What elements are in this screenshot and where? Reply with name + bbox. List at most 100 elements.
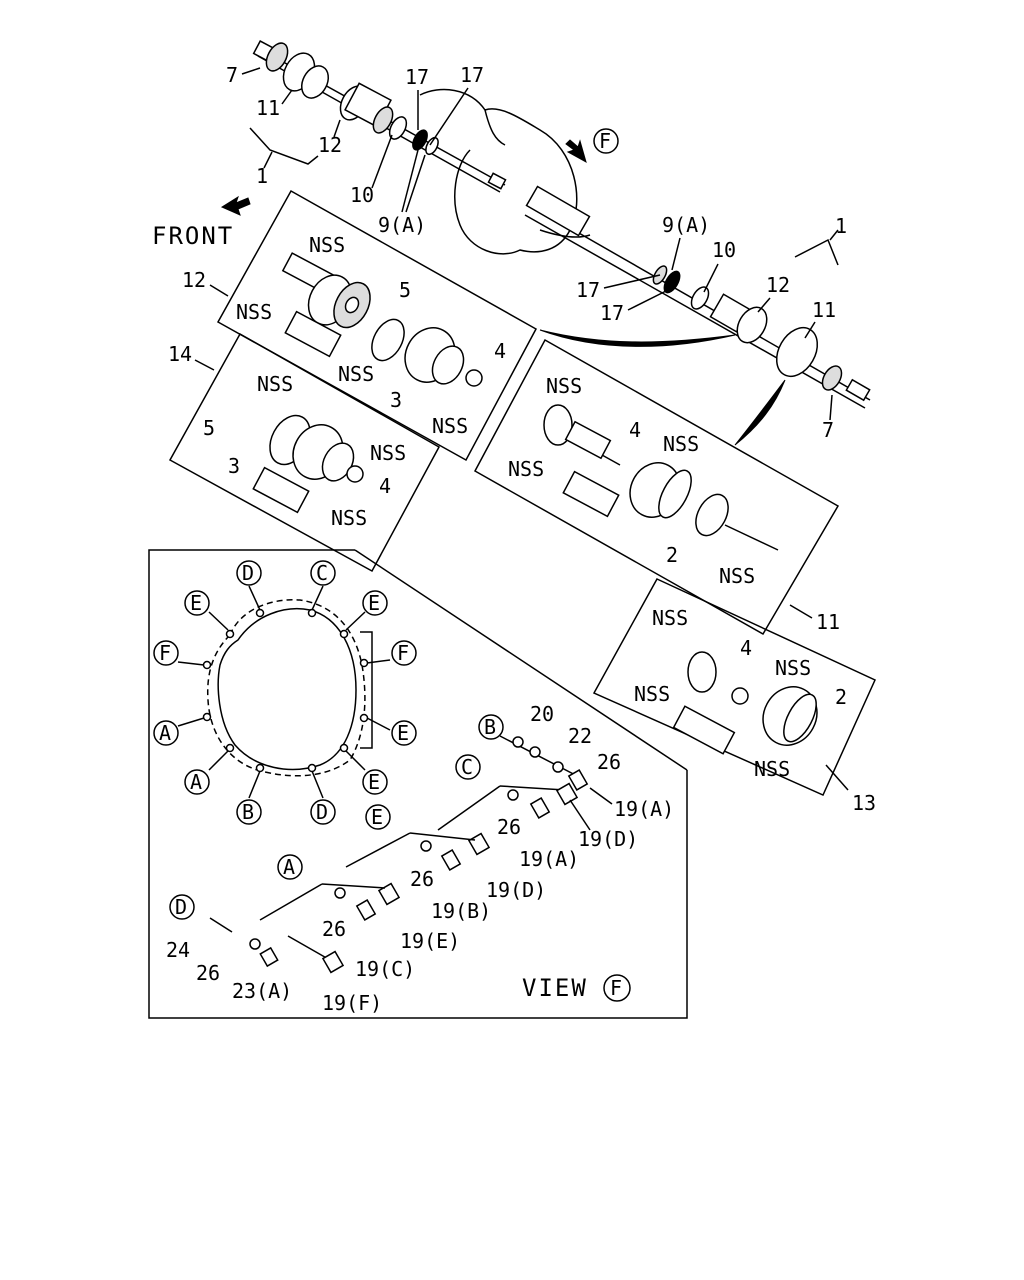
hole-label-a-left: A <box>153 720 179 746</box>
svg-text:VIEW: VIEW <box>522 974 588 1002</box>
callout-11-right: 11 <box>812 298 836 322</box>
nss-14-a: NSS <box>257 372 293 396</box>
svg-text:E: E <box>371 805 383 829</box>
callout-23a: 23(A) <box>232 979 292 1003</box>
callout-19c: 19(C) <box>355 957 415 981</box>
front-label: FRONT <box>152 222 234 250</box>
callout-3-box14: 3 <box>228 454 240 478</box>
view-f-arrow: F <box>565 128 619 164</box>
left-drive-shaft <box>252 40 507 193</box>
box-13: 13 NSS NSS NSS NSS 4 2 <box>592 578 876 815</box>
nss-13-b: NSS <box>775 656 811 680</box>
hole-label-b-bottom: B <box>236 799 262 825</box>
callout-5-box14: 5 <box>203 416 215 440</box>
svg-text:E: E <box>368 591 380 615</box>
callout-26-c: 26 <box>497 815 521 839</box>
callout-24: 24 <box>166 938 190 962</box>
fastener-group-c: C 26 19(A) 19(D) <box>437 754 638 871</box>
callout-12-left: 12 <box>318 133 342 157</box>
callout-9a-left: 9(A) <box>378 213 426 237</box>
svg-text:F: F <box>159 641 171 665</box>
callout-26-e: 26 <box>410 867 434 891</box>
nss-12-d: NSS <box>432 414 468 438</box>
nss-12-b: NSS <box>236 300 272 324</box>
svg-text:B: B <box>242 800 254 824</box>
callout-19d-e: 19(D) <box>486 878 546 902</box>
nss-13-c: NSS <box>634 682 670 706</box>
callout-19b: 19(B) <box>431 899 491 923</box>
fastener-group-e: E 26 19(B) 19(D) <box>345 804 546 923</box>
svg-text:D: D <box>316 800 328 824</box>
svg-text:B: B <box>484 715 496 739</box>
callout-11-box: 11 <box>816 610 840 634</box>
view-f-caption: VIEW F <box>522 974 631 1002</box>
hole-label-d-top: D <box>236 560 262 586</box>
nss-11-b: NSS <box>663 432 699 456</box>
callout-19f: 19(F) <box>322 991 382 1015</box>
callout-22: 22 <box>568 724 592 748</box>
callout-26-b: 26 <box>597 750 621 774</box>
nss-11-a: NSS <box>546 374 582 398</box>
callout-26-d: 26 <box>196 961 220 985</box>
callout-1-left: 1 <box>256 164 268 188</box>
hole-label-a-ll: A <box>184 769 210 795</box>
callout-19e: 19(E) <box>400 929 460 953</box>
svg-text:D: D <box>242 561 254 585</box>
hole-label-e-ul: E <box>184 590 210 616</box>
pointer-arc-lower <box>734 379 786 446</box>
callout-9a-right: 9(A) <box>662 213 710 237</box>
callout-2-box11: 2 <box>666 543 678 567</box>
svg-text:A: A <box>283 855 295 879</box>
view-f-marker: F <box>599 129 611 153</box>
hole-label-f-left: F <box>153 640 179 666</box>
pointer-arc-upper <box>539 329 736 347</box>
hole-label-f-right: F <box>391 640 417 666</box>
callout-2-box13: 2 <box>835 685 847 709</box>
fastener-group-d: D 24 26 23(A) <box>166 894 292 1003</box>
box-12: 12 NSS NSS NSS NSS 5 3 4 <box>182 189 538 462</box>
callout-17-c: 17 <box>576 278 600 302</box>
callout-7-left: 7 <box>226 63 238 87</box>
callout-7-right: 7 <box>822 418 834 442</box>
svg-text:A: A <box>159 721 171 745</box>
svg-text:E: E <box>397 721 409 745</box>
svg-text:E: E <box>368 770 380 794</box>
callout-4-box12: 4 <box>494 339 506 363</box>
svg-text:D: D <box>175 895 187 919</box>
hole-label-e-lr: E <box>362 769 388 795</box>
callout-11-left: 11 <box>256 96 280 120</box>
nss-14-b: NSS <box>370 441 406 465</box>
callout-12-box: 12 <box>182 268 206 292</box>
callout-20: 20 <box>530 702 554 726</box>
front-arrow: FRONT <box>152 195 251 250</box>
svg-text:F: F <box>397 641 409 665</box>
hole-label-e-ur: E <box>362 590 388 616</box>
nss-13-d: NSS <box>754 757 790 781</box>
callout-26-a: 26 <box>322 917 346 941</box>
callout-10-left: 10 <box>350 183 374 207</box>
differential-housing <box>419 88 591 255</box>
callout-14-box: 14 <box>168 342 192 366</box>
box-11: 11 NSS NSS NSS NSS 4 2 <box>473 338 840 636</box>
box-14: 14 NSS NSS NSS 5 3 4 <box>168 332 441 573</box>
nss-11-d: NSS <box>719 564 755 588</box>
callout-3-box12: 3 <box>390 388 402 412</box>
svg-text:E: E <box>190 591 202 615</box>
callout-17-a: 17 <box>405 65 429 89</box>
hole-label-e-right: E <box>391 720 417 746</box>
nss-13-a: NSS <box>652 606 688 630</box>
hole-label-d-bottom: D <box>310 799 336 825</box>
view-f-panel: D C E E F F A E <box>148 549 688 1019</box>
callout-1-right: 1 <box>835 214 847 238</box>
callout-13-box: 13 <box>852 791 876 815</box>
callout-10-right: 10 <box>712 238 736 262</box>
callout-19d-c: 19(D) <box>578 827 638 851</box>
callout-4-box14: 4 <box>379 474 391 498</box>
fastener-group-b: B 20 22 26 19(A) <box>478 702 674 821</box>
hole-label-c-top: C <box>310 560 336 586</box>
callout-17-d: 17 <box>600 301 624 325</box>
nss-12-a: NSS <box>309 233 345 257</box>
callout-19a-b: 19(A) <box>614 797 674 821</box>
svg-text:A: A <box>190 770 202 794</box>
